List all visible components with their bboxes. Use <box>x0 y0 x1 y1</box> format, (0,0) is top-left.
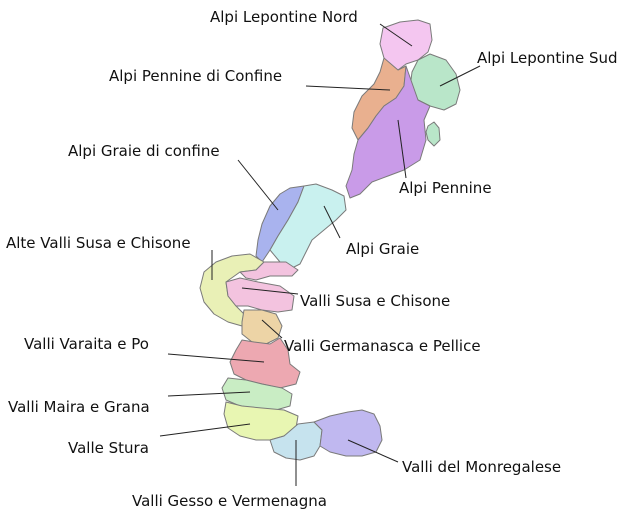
label-alpi-graie-di-confine: Alpi Graie di confine <box>68 142 220 160</box>
label-alpi-lepontine-nord: Alpi Lepontine Nord <box>210 8 358 26</box>
label-valli-susa-e-chisone: Valli Susa e Chisone <box>300 292 450 310</box>
leader-valle-stura <box>159 423 251 437</box>
leader-alpi-pennine <box>397 119 407 179</box>
region-alpi-graie <box>269 183 347 269</box>
label-alpi-pennine: Alpi Pennine <box>399 179 492 197</box>
leader-valli-del-monregalese <box>347 439 399 463</box>
leader-valli-germanasca-e-pellice <box>261 319 283 339</box>
leader-valli-susa-e-chisone <box>241 287 299 295</box>
region-valli-varaita-e-po <box>229 337 301 389</box>
label-valli-del-monregalese: Valli del Monregalese <box>402 458 561 476</box>
region-valli-susa-e-chisone <box>225 261 299 313</box>
label-alpi-graie: Alpi Graie <box>346 240 419 258</box>
leader-alpi-graie-di-confine <box>237 159 279 211</box>
region-alpi-pennine <box>345 65 431 199</box>
leader-valli-maira-e-grana <box>167 391 251 397</box>
leader-alpi-lepontine-nord <box>379 23 413 47</box>
label-alte-valli-susa-e-chisone: Alte Valli Susa e Chisone <box>6 234 191 252</box>
label-valli-varaita-e-po: Valli Varaita e Po <box>24 335 149 353</box>
label-valli-maira-e-grana: Valli Maira e Grana <box>8 398 150 416</box>
region-valli-germanasca-e-pellice <box>241 309 283 345</box>
leader-alpi-graie <box>323 205 341 239</box>
region-valli-maira-e-grana <box>221 377 293 411</box>
label-valli-gesso-e-vermenagna: Valli Gesso e Vermenagna <box>132 492 327 510</box>
leader-alpi-lepontine-sud <box>439 65 481 87</box>
label-valli-germanasca-e-pellice: Valli Germanasca e Pellice <box>284 337 481 355</box>
label-alpi-pennine-di-confine: Alpi Pennine di Confine <box>109 67 282 85</box>
leader-alpi-pennine-di-confine <box>305 85 391 91</box>
label-valle-stura: Valle Stura <box>68 439 149 457</box>
region-valli-del-monregalese <box>313 409 383 457</box>
region-alpi-lepontine-sud-islet <box>425 121 441 147</box>
leader-valli-varaita-e-po <box>167 353 265 363</box>
label-alpi-lepontine-sud: Alpi Lepontine Sud <box>477 49 618 67</box>
